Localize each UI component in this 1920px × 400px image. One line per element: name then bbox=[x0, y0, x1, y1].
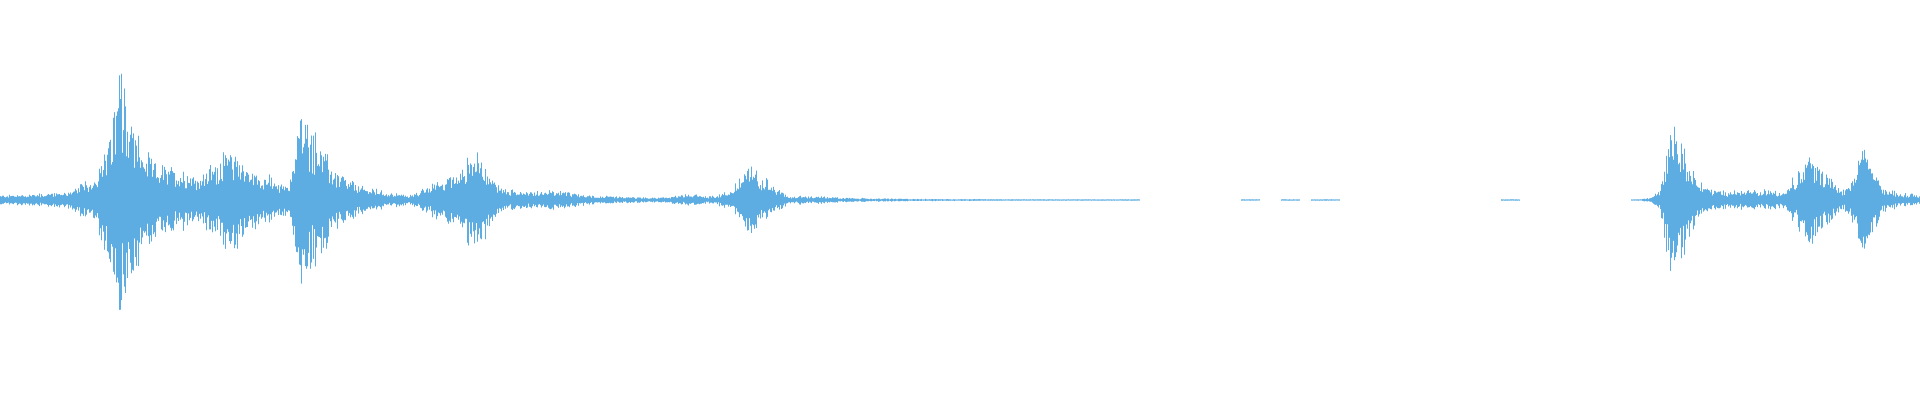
waveform-samples bbox=[0, 73, 1920, 310]
waveform-path bbox=[0, 73, 1920, 310]
